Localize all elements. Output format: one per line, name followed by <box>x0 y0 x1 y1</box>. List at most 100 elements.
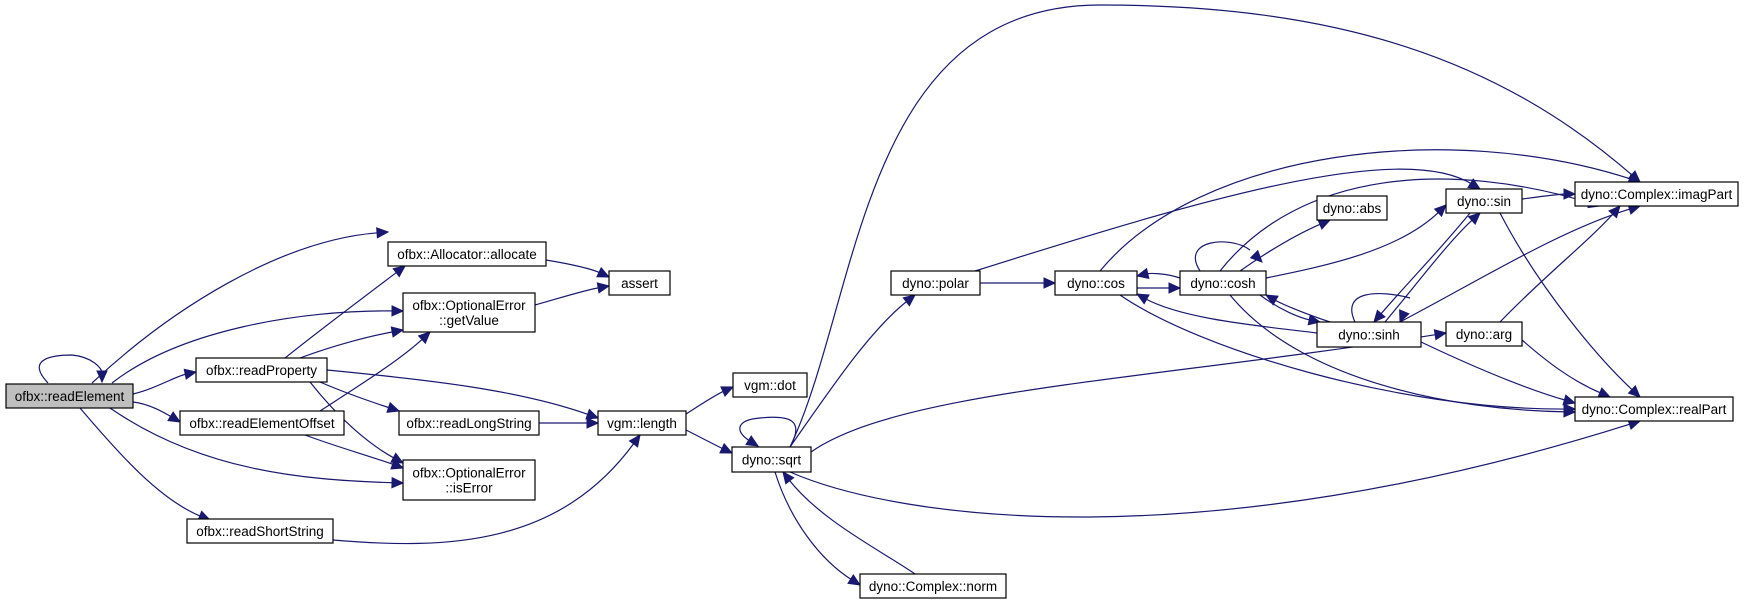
node-readElementOffset[interactable]: ofbx::readElementOffset <box>179 410 345 436</box>
edge-readElement-to-readElementOffset <box>132 401 182 423</box>
arrowhead <box>167 411 182 423</box>
edge-sqrt-to-norm <box>774 471 862 586</box>
edge-line <box>299 331 395 359</box>
node-label: ofbx::readElement <box>15 389 125 404</box>
edge-readElementOffset-to-getValue <box>319 331 431 412</box>
node-label: ofbx::OptionalError <box>412 298 526 313</box>
node-box[interactable] <box>402 459 536 501</box>
node-box[interactable] <box>1574 181 1739 207</box>
edge-line <box>1239 222 1322 272</box>
node-sinh[interactable]: dyno::sinh <box>1316 321 1422 348</box>
edge-readElement-to-allocate <box>91 227 390 384</box>
edge-sqrt-to-imagPart <box>789 4 1641 448</box>
node-box[interactable] <box>195 357 328 383</box>
node-sqrt[interactable]: dyno::sqrt <box>731 446 812 473</box>
node-box[interactable] <box>179 410 345 436</box>
edge-line <box>332 441 636 545</box>
arrowhead <box>1467 212 1481 225</box>
node-readElement[interactable]: ofbx::readElement <box>5 383 134 409</box>
edge-allocate-to-assert <box>545 259 611 278</box>
arrowhead <box>392 265 406 278</box>
edge-line <box>1384 218 1474 323</box>
node-label: dyno::polar <box>902 276 969 291</box>
node-norm[interactable]: dyno::Complex::norm <box>859 573 1007 599</box>
node-assert[interactable]: assert <box>608 270 671 296</box>
node-box[interactable] <box>1316 321 1422 348</box>
edge-line <box>79 407 202 518</box>
nodes-layer: ofbx::readElement ofbx::Allocator::alloca… <box>5 181 1739 599</box>
node-box[interactable] <box>731 446 812 473</box>
node-box[interactable] <box>398 410 540 436</box>
edge-line <box>1219 178 1592 272</box>
node-box[interactable] <box>859 573 1007 599</box>
arrowhead <box>1467 178 1482 190</box>
edge-line <box>1119 294 1567 410</box>
edge-getValue-to-assert <box>534 282 611 306</box>
edge-line <box>1399 208 1632 323</box>
node-box[interactable] <box>732 372 808 398</box>
edge-line <box>1521 193 1567 200</box>
node-box[interactable] <box>387 241 547 267</box>
node-label: dyno::sqrt <box>742 453 802 468</box>
arrowhead <box>1168 282 1182 294</box>
arrowhead <box>1562 394 1577 406</box>
edge-readProperty-to-getValue <box>299 326 405 359</box>
node-box[interactable] <box>890 270 981 296</box>
edge-line <box>1099 149 1632 272</box>
node-box[interactable] <box>1054 270 1138 296</box>
node-realPart[interactable]: dyno::Complex::realPart <box>1574 396 1734 422</box>
node-box[interactable] <box>608 270 671 296</box>
node-polar[interactable]: dyno::polar <box>890 270 981 296</box>
node-label: ofbx::readShortString <box>196 524 324 539</box>
node-readLongString[interactable]: ofbx::readLongString <box>398 410 540 436</box>
node-label: ::isError <box>445 481 493 496</box>
node-box[interactable] <box>1445 321 1523 347</box>
arrowhead <box>1433 204 1447 218</box>
node-allocate[interactable]: ofbx::Allocator::allocate <box>387 241 547 267</box>
node-box[interactable] <box>1316 195 1388 221</box>
arrowhead <box>1135 267 1150 280</box>
node-dot[interactable]: vgm::dot <box>732 372 808 398</box>
arrowhead <box>1433 329 1448 341</box>
node-arg[interactable]: dyno::arg <box>1445 321 1523 347</box>
node-box[interactable] <box>402 292 536 333</box>
edge-readElement-to-getValue <box>111 305 405 384</box>
node-box[interactable] <box>5 383 134 409</box>
edge-line <box>788 478 916 575</box>
node-readProperty[interactable]: ofbx::readProperty <box>195 357 328 383</box>
node-readShortString[interactable]: ofbx::readShortString <box>186 518 334 544</box>
node-length[interactable]: vgm::length <box>597 410 687 436</box>
node-label: dyno::sinh <box>1338 328 1400 343</box>
node-abs[interactable]: dyno::abs <box>1316 195 1388 221</box>
node-isError[interactable]: ofbx::OptionalError::isError <box>402 459 536 501</box>
edge-length-to-dot <box>685 386 735 415</box>
node-box[interactable] <box>1574 396 1734 422</box>
edge-cosh-to-imagPart <box>1219 178 1602 272</box>
node-box[interactable] <box>186 518 334 544</box>
node-cos[interactable]: dyno::cos <box>1054 270 1138 296</box>
edge-arg-to-imagPart <box>1499 205 1621 323</box>
edge-line <box>789 423 1632 518</box>
arrowhead <box>596 282 611 294</box>
edge-readProperty-to-readLongString <box>319 381 401 413</box>
node-box[interactable] <box>1179 270 1267 296</box>
edge-sqrt-to-sqrt <box>739 416 797 448</box>
arrowhead <box>596 266 611 278</box>
edge-line <box>309 381 396 460</box>
edge-arg-to-realPart <box>1521 339 1612 398</box>
arrowhead <box>1608 205 1621 219</box>
edge-cosh-to-cosh <box>1194 241 1263 272</box>
arrowhead <box>1597 387 1612 398</box>
arrowhead <box>1563 406 1577 418</box>
node-sin[interactable]: dyno::sin <box>1445 188 1523 214</box>
edge-length-to-sqrt <box>685 429 734 454</box>
node-imagPart[interactable]: dyno::Complex::imagPart <box>1574 181 1739 207</box>
node-box[interactable] <box>1445 188 1523 214</box>
node-getValue[interactable]: ofbx::OptionalError::getValue <box>402 292 536 333</box>
edge-line <box>789 300 909 448</box>
node-cosh[interactable]: dyno::cosh <box>1179 270 1267 296</box>
arrowhead <box>183 368 198 380</box>
node-box[interactable] <box>597 410 687 436</box>
edge-line <box>1194 241 1251 272</box>
node-label: ofbx::readLongString <box>406 416 531 431</box>
